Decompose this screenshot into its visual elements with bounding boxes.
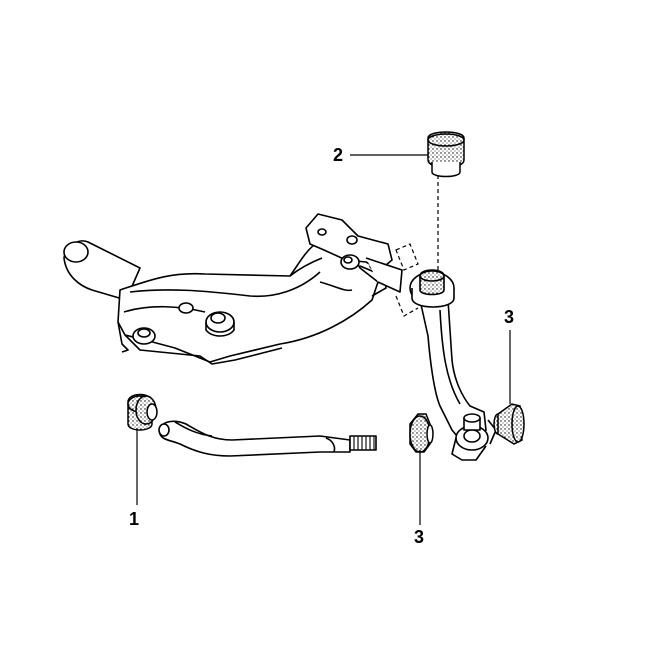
callout-2: 2 [333, 145, 344, 165]
subframe [63, 213, 403, 365]
control-arm [409, 269, 497, 461]
callout-3-right: 3 [504, 307, 515, 327]
bushing-3-right [493, 403, 525, 445]
bushing-3-center [409, 413, 434, 453]
callout-1: 1 [129, 509, 140, 529]
bushing-1 [127, 393, 158, 431]
bushing-2 [427, 131, 465, 178]
callout-3-center: 3 [414, 527, 425, 547]
strut-rod [158, 420, 377, 457]
alignment-dashed-line [395, 243, 419, 317]
